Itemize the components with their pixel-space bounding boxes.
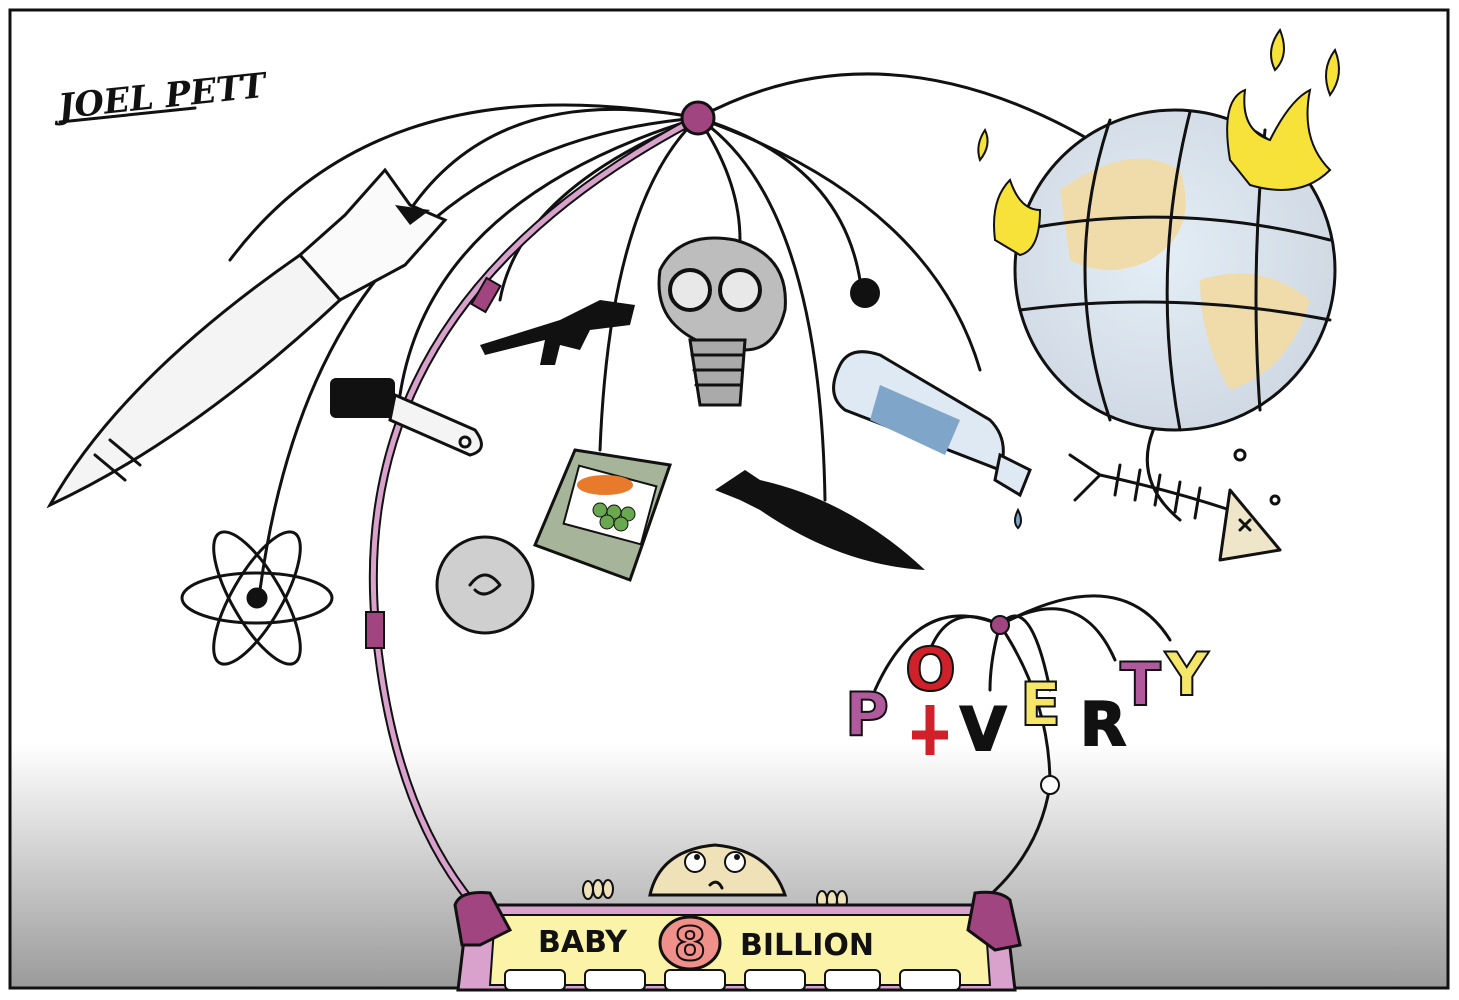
poverty-letter-e: E xyxy=(1020,670,1061,740)
rifle-icon xyxy=(480,300,635,365)
crib: BABY 8 BILLION xyxy=(453,890,1022,992)
pole-joint xyxy=(365,611,385,649)
can-lid xyxy=(435,535,535,635)
atom-icon xyxy=(180,530,334,666)
gas-mask-icon xyxy=(657,236,787,407)
crib-label-baby: BABY xyxy=(538,925,628,960)
mobile-pole-fill xyxy=(370,115,700,902)
eight-badge xyxy=(658,915,722,971)
poverty-letter-p: P xyxy=(845,680,889,750)
pole-joint xyxy=(470,276,502,314)
chainsaw-icon xyxy=(330,378,483,457)
missile-icon xyxy=(46,167,448,509)
food-can-icon xyxy=(435,448,673,635)
mobile-hub xyxy=(680,100,716,136)
burning-globe-icon xyxy=(977,27,1340,432)
female-symbol-cross xyxy=(912,705,948,755)
poverty-letter-r: R xyxy=(1080,690,1126,760)
plastic-bottle-icon xyxy=(832,350,1032,530)
poverty-letter-t: T xyxy=(1120,650,1161,720)
crib-label-billion: BILLION xyxy=(740,928,874,963)
poverty-letter-o: O xyxy=(905,635,956,705)
virus-icon xyxy=(850,278,880,308)
bomb-icon xyxy=(715,470,925,570)
poverty-mobile: P O V E R T Y xyxy=(844,594,1211,897)
poverty-letter-y: Y xyxy=(1164,640,1210,710)
crib-label-number: 8 xyxy=(674,917,706,971)
poverty-letter-v: V xyxy=(960,695,1007,765)
fish-skeleton-icon xyxy=(1068,448,1282,562)
